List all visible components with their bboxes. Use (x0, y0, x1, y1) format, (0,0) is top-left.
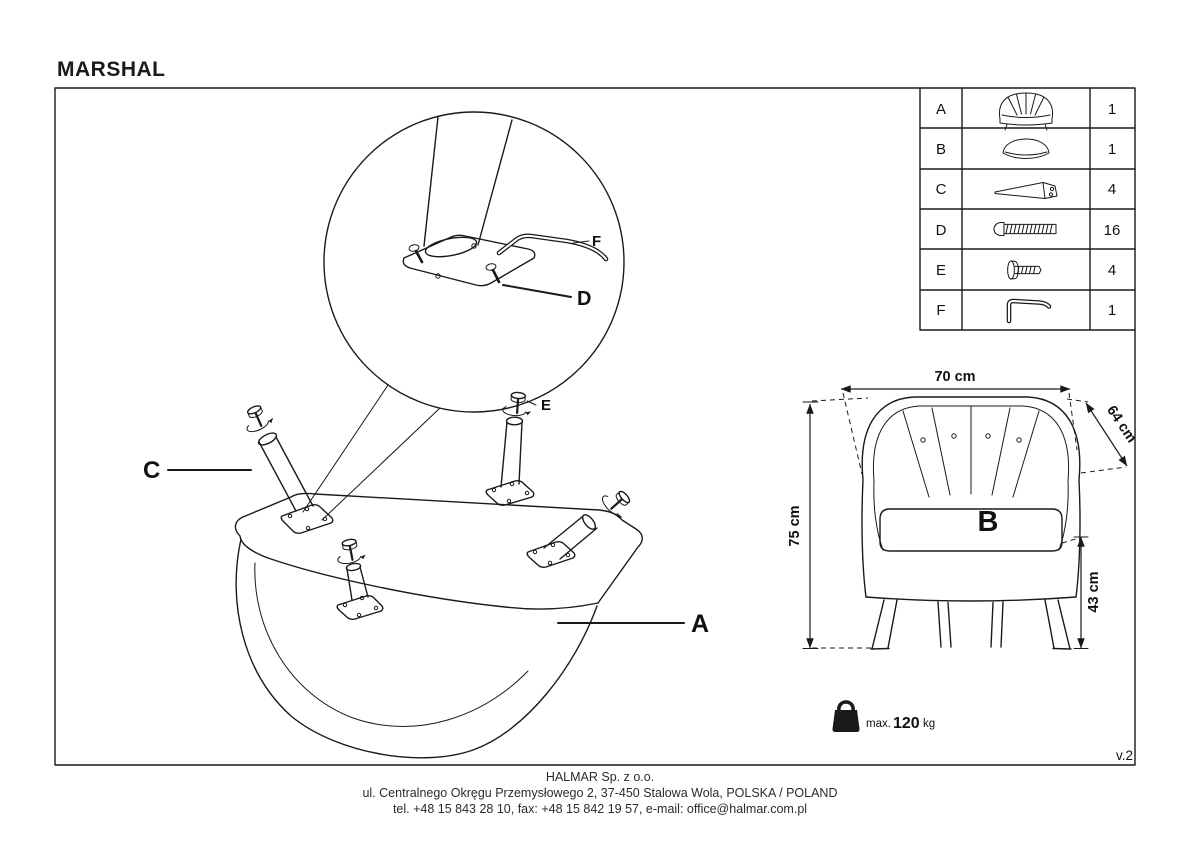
version-label: v.2 (1116, 748, 1133, 763)
weight-limit-prefix: max. (866, 718, 891, 730)
leg-right (543, 514, 598, 560)
callout-d-line (502, 284, 572, 298)
callout-d-label: D (577, 288, 591, 310)
magnifier-detail: F D (302, 111, 625, 521)
product-title: MARSHAL (57, 58, 166, 81)
leg-rear (500, 416, 524, 488)
footer-company: HALMAR Sp. z o.o. (545, 770, 655, 784)
chair-shell-outline (235, 538, 598, 759)
mounting-plate-3 (526, 540, 576, 569)
detail-allen-key (496, 233, 609, 262)
footer: HALMAR Sp. z o.o. ul. Centralnego Okręgu… (0, 769, 1200, 817)
parts-table-grid (919, 87, 1136, 331)
part-qty-d: 16 (1104, 222, 1121, 239)
magnifier-circle (323, 111, 625, 413)
part-letter-d: D (936, 222, 947, 239)
chair-leg-icon (994, 182, 1058, 199)
screw-with-rotation-arrow (333, 535, 368, 567)
chair-shell-inner-line (254, 562, 529, 727)
screw-icon (1007, 260, 1042, 280)
width-dimension-label: 70 cm (934, 369, 975, 385)
part-letter-a: A (936, 101, 946, 118)
seat-height-extension-line (1061, 537, 1080, 544)
part-letter-b: B (936, 141, 946, 158)
weight-limit: max. 120 kg (832, 700, 935, 732)
dimension-view: B 70 cm 64 cm 75 cm 43 cm (787, 369, 1139, 650)
parts-table: A B C D E F 1 1 4 16 4 1 (919, 87, 1136, 331)
callout-f-line (572, 240, 590, 244)
seat-cushion-icon (1002, 138, 1050, 159)
depth-dimension-label: 64 cm (1103, 403, 1139, 446)
footer-address: ul. Centralnego Okręgu Przemysłowego 2, … (362, 786, 838, 800)
leg-front-left (257, 432, 314, 512)
part-letter-e: E (936, 262, 946, 279)
assembly-view: E C (143, 390, 709, 759)
part-letter-f: F (936, 302, 945, 319)
leg-front-center (345, 562, 369, 601)
front-chair-legs (870, 599, 1072, 650)
backrest-fan-stitching (902, 406, 1040, 498)
plate-hole (471, 243, 477, 249)
screw-with-rotation-arrow (598, 483, 638, 523)
height-extension-lines (811, 397, 872, 649)
allen-key-icon (1006, 298, 1052, 324)
chair-base-plane (234, 492, 643, 610)
detail-bolt-1 (408, 244, 424, 264)
weight-limit-unit: kg (923, 718, 935, 730)
armchair-icon (998, 92, 1054, 131)
part-qty-c: 4 (1108, 181, 1116, 198)
bolt-icon (993, 222, 1057, 236)
part-qty-e: 4 (1108, 262, 1116, 279)
part-letter-c: C (936, 181, 947, 198)
screw-with-rotation-arrow (501, 390, 534, 418)
part-qty-b: 1 (1108, 141, 1116, 158)
depth-extension-lines (1066, 398, 1127, 474)
callout-c-label: C (143, 457, 160, 484)
detail-mounting-plate (402, 234, 536, 287)
callout-a-label: A (691, 610, 709, 638)
part-qty-a: 1 (1108, 101, 1116, 118)
seat-height-end-ticks (1073, 536, 1089, 649)
depth-dimension-arrow (1085, 402, 1128, 467)
mounting-plate-4 (336, 594, 384, 621)
callout-e-label: E (541, 397, 551, 414)
part-qty-f: 1 (1108, 302, 1116, 319)
seat-cushion-front (879, 508, 1063, 552)
seat-height-dimension-label: 43 cm (1086, 571, 1102, 612)
callout-e-line (526, 400, 537, 406)
backrest-buttons (920, 433, 1022, 443)
front-chair-inner (872, 405, 1070, 551)
detail-bolt-2 (485, 263, 501, 284)
content-border (54, 87, 1136, 766)
chair-base-line (865, 596, 1077, 602)
detail-leg-base (424, 236, 478, 258)
footer-contact: tel. +48 15 843 28 10, fax: +48 15 842 1… (392, 802, 808, 816)
plate-hole (435, 273, 441, 279)
magnifier-wedge-lines (302, 384, 441, 521)
screw-with-rotation-arrow (238, 400, 277, 436)
detail-leg (423, 116, 513, 247)
height-dimension-label: 75 cm (787, 505, 803, 546)
width-extension-lines (842, 392, 1078, 475)
mounting-plate-2 (485, 479, 535, 507)
callout-f-label: F (592, 233, 601, 250)
seat-cushion-label: B (978, 506, 999, 538)
weight-limit-value: 120 (893, 715, 920, 732)
weight-icon (832, 700, 860, 732)
mounting-plate-1 (280, 503, 334, 535)
